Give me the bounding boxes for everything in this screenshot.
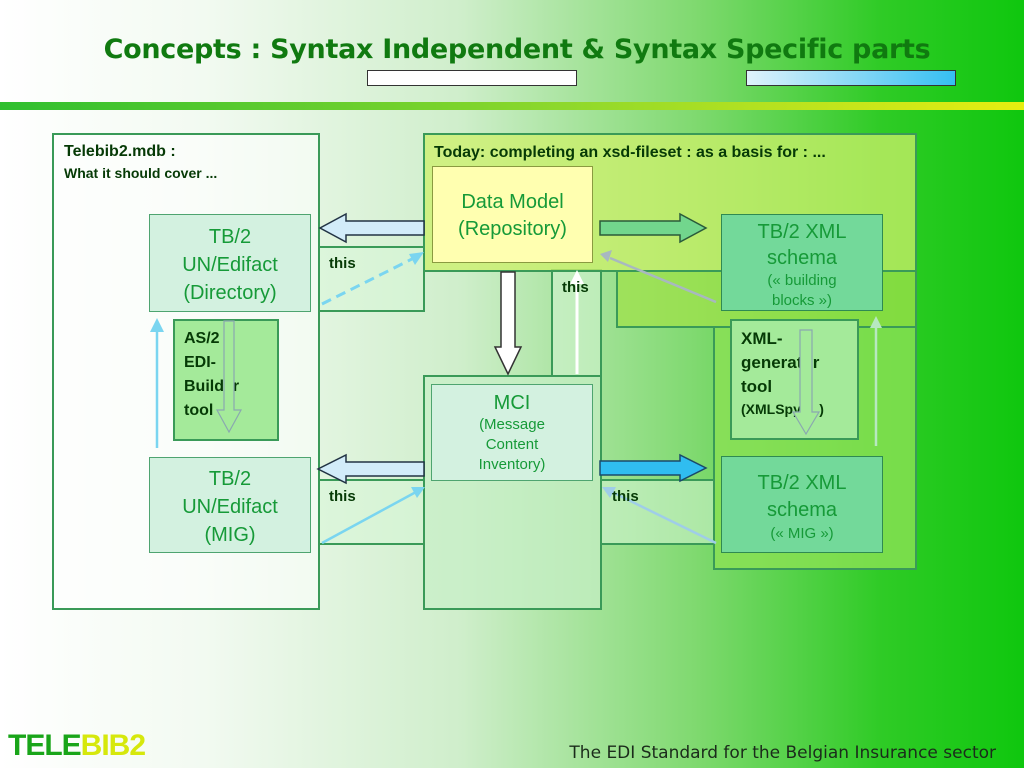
tb2-directory-line-3: (Directory)	[183, 282, 277, 304]
xml-schema-blocks-sub-2: blocks »)	[771, 292, 833, 309]
xml-schema-blocks-title-1: TB/2 XML	[757, 221, 847, 243]
xml-schema-mig-title-2: schema	[766, 499, 838, 521]
arrow-data-model-to-directory	[318, 212, 425, 244]
data-model-line-2: (Repository)	[458, 218, 567, 240]
xml-generator-line-3: tool	[741, 377, 773, 396]
footer-tagline: The EDI Standard for the Belgian Insuran…	[569, 743, 996, 763]
xml-schema-mig-sub: (« MIG »)	[770, 525, 834, 542]
arrow-mci-to-xml-schema-mig	[599, 453, 708, 483]
as2-edi-builder-box: AS/2 EDI- Builder tool	[173, 319, 279, 441]
tb2-directory-line-2: UN/Edifact	[182, 254, 278, 276]
telebib2-mdb-heading: Telebib2.mdb :	[64, 143, 176, 160]
as2-line-1: AS/2	[184, 330, 220, 347]
tb2-un-edifact-directory-box: TB/2 UN/Edifact (Directory)	[149, 214, 311, 312]
this-label-bottom-left: this	[329, 488, 356, 505]
telebib2-logo: TELEBIB2	[8, 729, 146, 763]
mci-box: MCI (Message Content Inventory)	[431, 384, 593, 481]
as2-line-4: tool	[184, 402, 214, 419]
logo-part-tele: TELE	[8, 729, 82, 762]
tb2-xml-schema-building-blocks-box: TB/2 XML schema (« building blocks »)	[721, 214, 883, 311]
tb2-mig-line-2: UN/Edifact	[182, 496, 278, 518]
title-underline-specific	[746, 70, 956, 86]
as2-line-3: Builder	[184, 378, 240, 395]
mci-line-2: Content	[485, 436, 539, 453]
data-model-repository-box: Data Model (Repository)	[432, 166, 593, 263]
tb2-xml-schema-mig-box: TB/2 XML schema (« MIG »)	[721, 456, 883, 553]
data-model-line-1: Data Model	[461, 191, 564, 213]
this-label-top-left: this	[329, 255, 356, 272]
xml-generator-line-2: generator	[741, 353, 820, 372]
as2-line-2: EDI-	[184, 354, 216, 371]
xsd-fileset-heading: Today: completing an xsd-fileset : as a …	[434, 144, 826, 161]
tb2-mig-line-3: (MIG)	[204, 524, 256, 546]
mci-line-3: Inventory)	[478, 456, 546, 473]
mci-title: MCI	[493, 392, 531, 414]
tb2-un-edifact-mig-box: TB/2 UN/Edifact (MIG)	[149, 457, 311, 553]
title-underline-independent	[367, 70, 577, 86]
telebib2-mdb-subheading: What it should cover ...	[64, 165, 218, 181]
header-divider	[0, 102, 1024, 110]
xml-schema-blocks-sub-1: (« building	[767, 272, 837, 289]
mci-line-1: (Message	[479, 416, 545, 433]
slide-title: Concepts : Syntax Independent & Syntax S…	[103, 34, 931, 65]
xml-generator-sub: (XMLSpy, ...)	[741, 401, 824, 417]
tb2-mig-line-1: TB/2	[208, 468, 252, 490]
xml-generator-line-1: XML-	[741, 329, 783, 348]
xml-schema-blocks-title-2: schema	[766, 247, 838, 269]
this-label-bottom-right: this	[612, 488, 639, 505]
xml-schema-mig-title-1: TB/2 XML	[757, 472, 847, 494]
xml-generator-tool-box: XML- generator tool (XMLSpy, ...)	[730, 319, 859, 440]
tb2-directory-line-1: TB/2	[208, 226, 252, 248]
this-label-center: this	[562, 279, 589, 296]
arrow-data-model-to-mci	[493, 271, 523, 376]
logo-part-bib2: BIB2	[80, 729, 146, 762]
